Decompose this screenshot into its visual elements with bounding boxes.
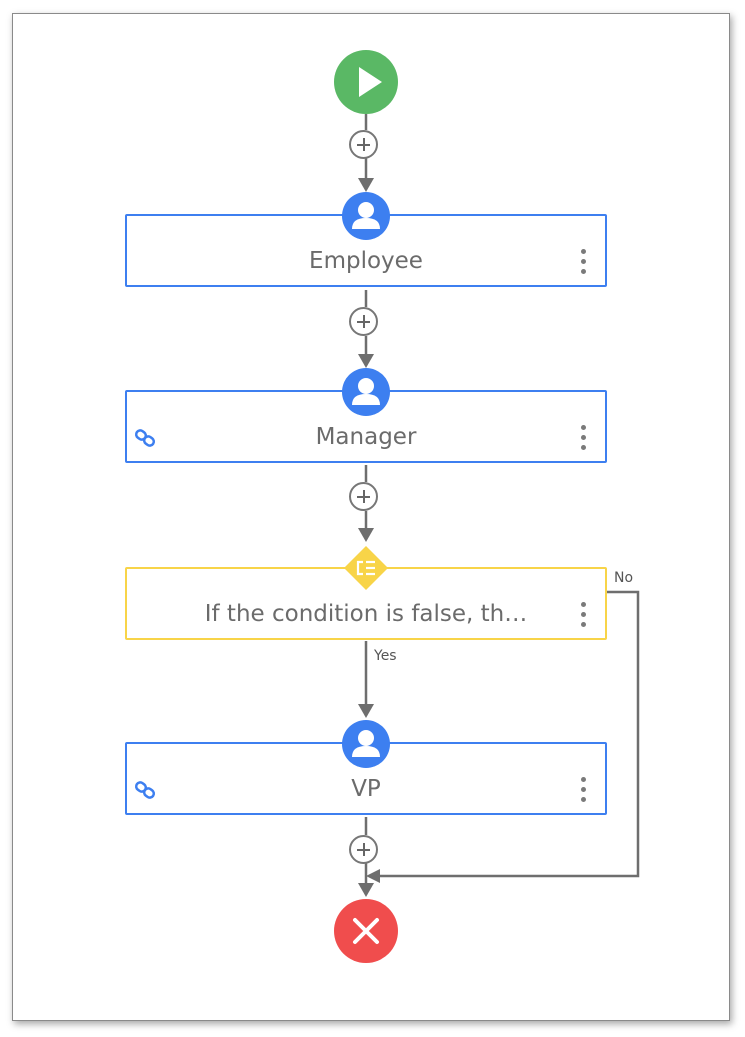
play-icon	[359, 67, 382, 97]
add-step-button[interactable]	[349, 835, 378, 864]
more-options-icon[interactable]	[575, 602, 591, 632]
user-icon	[342, 720, 390, 768]
step-label: Employee	[309, 248, 423, 274]
yes-branch-label: Yes	[374, 648, 397, 664]
arrow-head	[358, 528, 374, 542]
close-icon	[353, 918, 379, 944]
arrow-head	[358, 704, 374, 718]
add-step-button[interactable]	[349, 130, 378, 159]
link-icon	[134, 429, 156, 447]
more-options-icon[interactable]	[575, 777, 591, 807]
user-icon	[342, 192, 390, 240]
more-options-icon[interactable]	[575, 249, 591, 279]
add-step-button[interactable]	[349, 307, 378, 336]
arrow-head	[358, 354, 374, 368]
link-icon	[134, 781, 156, 799]
step-label: VP	[351, 776, 381, 802]
end-node[interactable]	[334, 899, 398, 963]
arrow-head	[358, 883, 374, 897]
start-node[interactable]	[334, 50, 398, 114]
arrow-head	[358, 178, 374, 192]
step-label: Manager	[315, 424, 417, 450]
arrow-head	[366, 869, 380, 883]
user-icon	[342, 368, 390, 416]
more-options-icon[interactable]	[575, 425, 591, 455]
condition-label: If the condition is false, th…	[204, 601, 528, 627]
no-branch-label: No	[614, 570, 634, 586]
add-step-button[interactable]	[349, 482, 378, 511]
no-branch-line	[378, 590, 640, 878]
condition-icon	[344, 546, 388, 590]
